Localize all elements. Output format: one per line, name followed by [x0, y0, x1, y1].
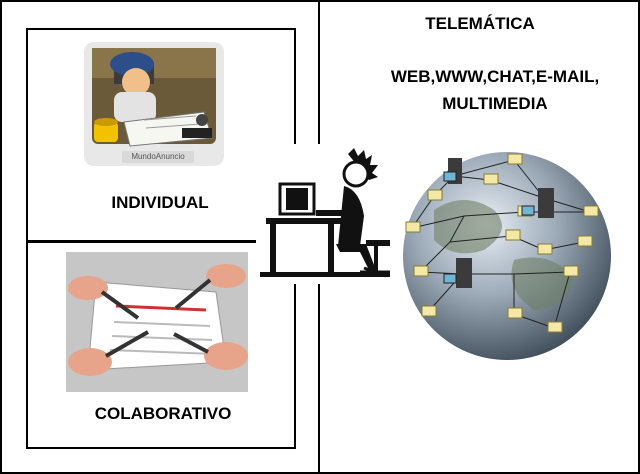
services-line-1: WEB,WWW,CHAT,E-MAIL, [390, 67, 600, 86]
individual-box [26, 28, 296, 243]
collaborative-hands-icon [66, 252, 248, 392]
network-globe-icon [403, 152, 611, 360]
collaborative-label: COLABORATIVO [94, 404, 232, 423]
collaborative-box [26, 240, 296, 449]
telematica-title: TELEMÁTICA [425, 14, 535, 33]
individual-label: INDIVIDUAL [111, 193, 209, 212]
services-list: WEB,WWW,CHAT,E-MAIL, MULTIMEDIA [355, 63, 635, 117]
person-at-computer-icon [256, 144, 406, 284]
image-caption: MundoAnuncio [122, 151, 194, 163]
services-line-2: MULTIMEDIA [442, 94, 548, 113]
student-studying-icon [84, 42, 224, 166]
